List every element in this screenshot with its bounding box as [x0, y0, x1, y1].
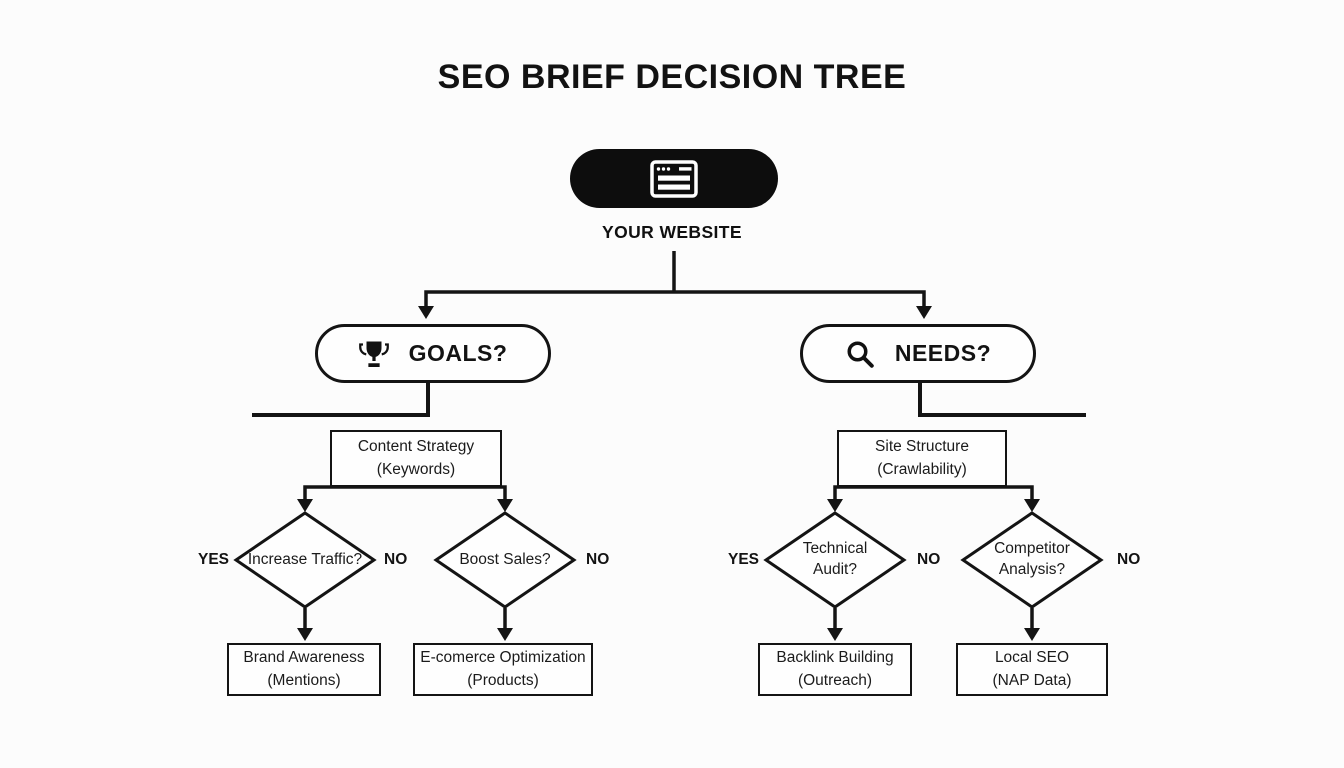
backlink-building-box: Backlink Building (Outreach) — [758, 643, 912, 696]
content-strategy-box: Content Strategy (Keywords) — [330, 430, 502, 487]
decision-diamond-shape — [433, 511, 577, 609]
needs-elbow — [918, 383, 1086, 417]
goals-elbow — [252, 383, 430, 417]
increase-traffic-diamond-label: Increase Traffic? — [247, 550, 363, 568]
technical-audit-diamond-label: Technical Audit? — [802, 540, 868, 578]
no-label: NO — [1117, 551, 1141, 568]
needs-node: NEEDS? — [800, 324, 1036, 383]
decision-diamond-shape — [763, 511, 907, 609]
site-structure-box: Site Structure (Crawlability) — [837, 430, 1007, 487]
competitor-analysis-diamond-label: Competitor Analysis? — [994, 540, 1070, 578]
trophy-icon — [358, 339, 389, 369]
yes-label: YES — [197, 551, 229, 568]
split-connector — [424, 290, 926, 308]
root-node-label: YOUR WEBSITE — [602, 222, 742, 242]
needs-split — [833, 485, 1034, 500]
yes-label: YES — [727, 551, 759, 568]
no-label: NO — [917, 551, 941, 568]
ecommerce-optimization-box: E-comerce Optimization (Products) — [413, 643, 593, 696]
no-label: NO — [586, 551, 610, 568]
decision-diamond-shape — [233, 511, 377, 609]
goals-node: GOALS? — [315, 324, 551, 383]
magnifier-icon — [845, 339, 875, 369]
local-seo-box: Local SEO (NAP Data) — [956, 643, 1108, 696]
needs-node-label: NEEDS? — [894, 340, 992, 366]
browser-window-icon — [648, 158, 700, 200]
brand-awareness-box: Brand Awareness (Mentions) — [227, 643, 381, 696]
boost-sales-diamond-label: Boost Sales? — [459, 550, 551, 568]
goals-split — [303, 485, 507, 500]
decision-diamond-shape — [960, 511, 1104, 609]
no-label: NO — [384, 551, 408, 568]
root-node-your-website — [570, 149, 778, 208]
page-title: SEO BRIEF DECISION TREE — [437, 58, 907, 96]
goals-node-label: GOALS? — [408, 340, 508, 366]
